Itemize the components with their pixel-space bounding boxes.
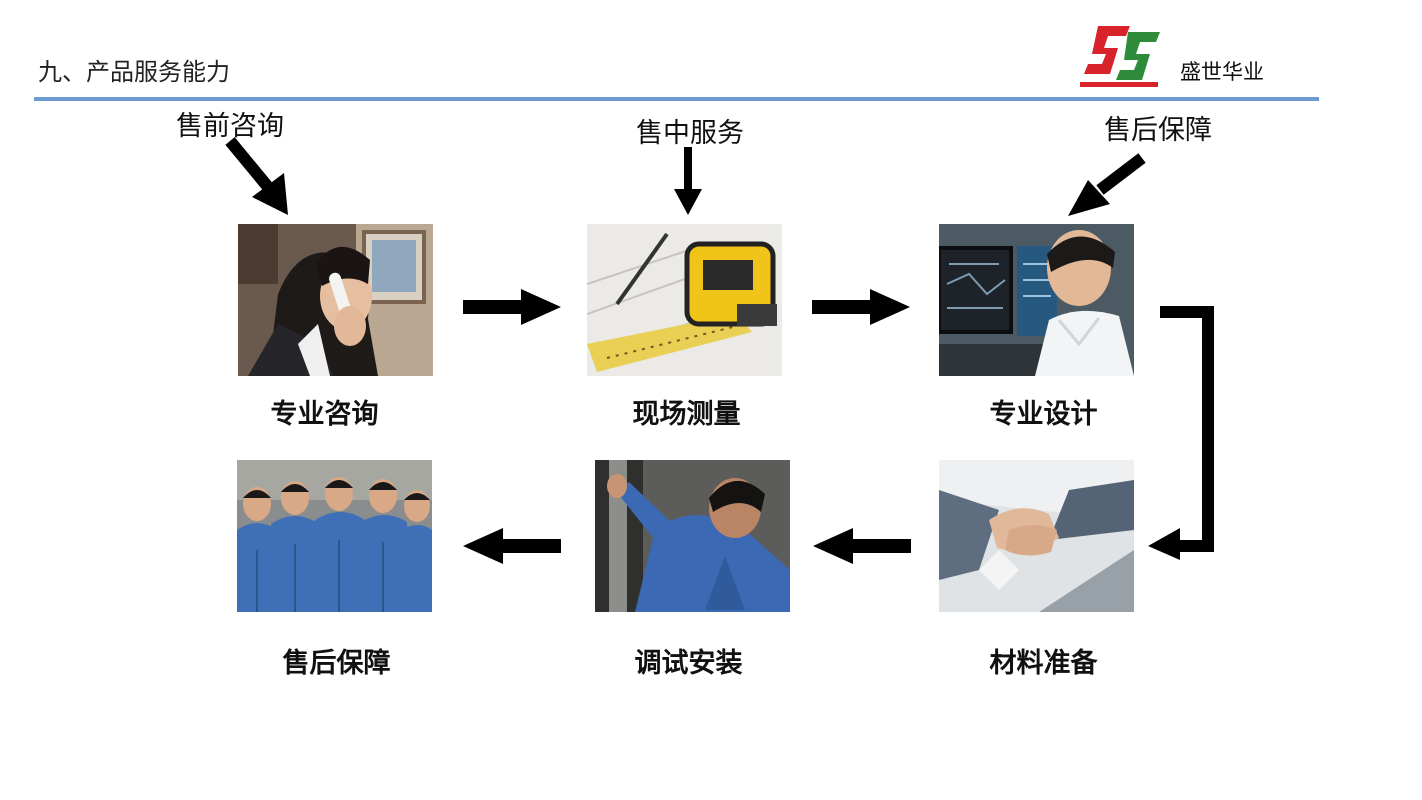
tape-measure-photo [587,224,782,376]
installation-photo [595,460,790,612]
service-team-photo [237,460,432,612]
page-title: 九、产品服务能力 [38,58,230,86]
computer-design-photo [939,224,1134,376]
step-caption-materials: 材料准备 [989,648,1098,679]
step-caption-consultation: 专业咨询 [270,399,379,430]
flow-arrow-right-2 [812,289,910,325]
step-caption-measurement: 现场测量 [632,399,741,430]
flow-arrow-bracket-down [1148,306,1214,560]
step-caption-after-sale: 售后保障 [282,648,391,679]
stage-label-in-sale: 售中服务 [636,118,744,149]
stage-label-after-sale: 售后保障 [1104,115,1212,146]
step-caption-installation: 调试安装 [634,648,743,679]
flow-arrow-right-1 [463,289,561,325]
company-name: 盛世华业 [1180,60,1264,84]
flow-arrow-left-2 [463,528,561,564]
step-caption-design: 专业设计 [989,399,1098,430]
ss-logo-icon [1080,22,1162,88]
flow-arrow-left-1 [813,528,911,564]
in-sale-pointer-arrow [674,147,702,215]
handshake-photo [939,460,1134,612]
after-sale-pointer-arrow [1068,153,1146,216]
pre-sale-pointer-arrow [225,137,288,215]
stage-label-pre-sale: 售前咨询 [176,111,284,142]
header-divider [34,97,1319,101]
phone-consultation-photo [238,224,433,376]
